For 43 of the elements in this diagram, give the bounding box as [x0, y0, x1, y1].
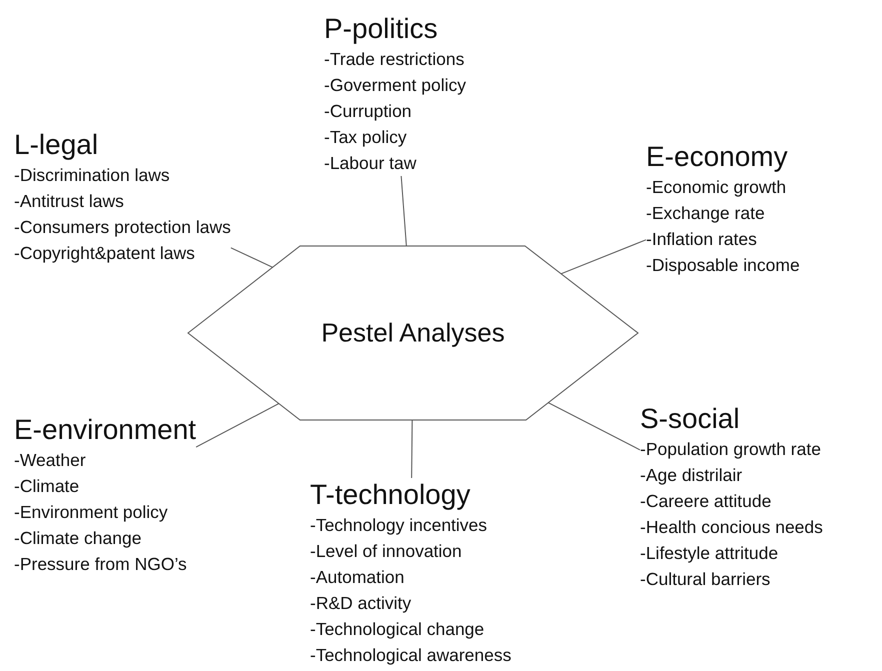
factor-item: -Economic growth: [646, 176, 788, 199]
factor-item: -Lifestyle attritude: [640, 542, 780, 565]
connector-line: [400, 176, 407, 246]
connector-line: [196, 403, 280, 448]
factor-item: -Consumers protection laws: [14, 216, 231, 239]
center-title: Pestel Analyses: [320, 318, 506, 348]
factor-item: -Weather: [14, 449, 87, 472]
factor-item: -Age distrilair: [640, 464, 744, 487]
connector-line: [411, 420, 413, 478]
factor-item: -Tax policy: [324, 126, 408, 149]
connector-line: [548, 402, 640, 450]
factor-item: -Labour taw: [324, 152, 418, 175]
factor-item: -Exchange rate: [646, 202, 766, 225]
factor-item: -Careere attitude: [640, 490, 772, 513]
factor-item: -Climate change: [14, 527, 142, 550]
factor-item: -R&D activity: [310, 592, 412, 615]
factor-item: -Environment policy: [14, 501, 169, 524]
connector-line: [560, 239, 646, 274]
factor-item: -Technology incentives: [310, 514, 488, 537]
factor-item: -Discrimination laws: [14, 164, 171, 187]
factor-heading: P-politics: [324, 12, 439, 46]
factor-item: -Population growth rate: [640, 438, 822, 461]
factor-item: -Automation: [310, 566, 406, 589]
factor-heading: T-technology: [310, 478, 472, 512]
factor-heading: E-economy: [646, 140, 789, 174]
factor-item: -Cultural barriers: [640, 568, 772, 591]
factor-heading: L-legal: [14, 128, 100, 162]
factor-item: -Goverment policy: [324, 74, 466, 97]
factor-item: -Trade restrictions: [324, 48, 466, 71]
factor-item: -Antitrust laws: [14, 190, 125, 213]
connector-line: [230, 247, 274, 268]
factor-item: -Copyright&patent laws: [14, 242, 196, 265]
factor-item: -Technological change: [310, 618, 486, 641]
factor-item: -Technological awareness: [310, 644, 512, 667]
factor-item: -Climate: [14, 475, 80, 498]
factor-heading: E-environment: [14, 413, 196, 447]
factor-item: -Curruption: [324, 100, 413, 123]
factor-item: -Pressure from NGO’s: [14, 553, 188, 576]
factor-item: -Level of innovation: [310, 540, 463, 563]
factor-item: -Inflation rates: [646, 228, 758, 251]
factor-item: -Disposable income: [646, 254, 800, 277]
factor-item: -Health concious needs: [640, 516, 823, 539]
factor-heading: S-social: [640, 402, 741, 436]
